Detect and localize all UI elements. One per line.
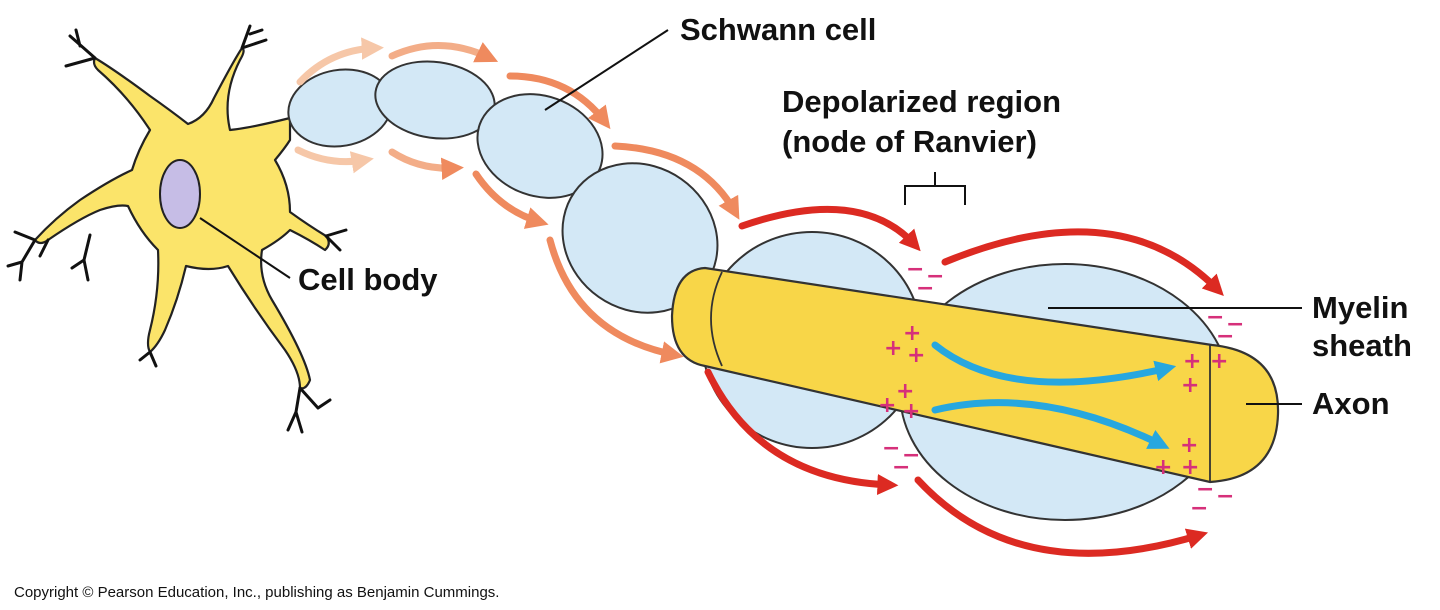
node-bracket <box>904 172 966 205</box>
faded-arrow-top-2 <box>388 42 499 63</box>
red-arrow-bottom-right <box>914 476 1209 557</box>
plus-sign: + <box>896 379 914 404</box>
nucleus <box>159 159 201 229</box>
minus-sign: − <box>902 443 920 468</box>
plus-sign: + <box>1183 349 1201 374</box>
minus-sign: − <box>1216 484 1234 509</box>
minus-sign: − <box>892 455 910 480</box>
plus-sign: + <box>907 343 925 368</box>
current-arrow-upper <box>931 341 1177 386</box>
faded-arrow-bottom-2 <box>388 148 464 180</box>
plus-sign: + <box>1180 433 1198 458</box>
cell-body-shape <box>6 24 348 434</box>
red-arrow-top-right <box>941 228 1224 296</box>
depolarized-region-label: Depolarized region <box>782 84 1061 119</box>
local-current-arrows <box>931 341 1177 449</box>
minus-sign: − <box>1190 496 1208 521</box>
propagation-arrows-orange <box>472 72 740 364</box>
minus-sign: − <box>1226 312 1244 337</box>
current-arrow-lower <box>931 399 1170 449</box>
plus-sign: + <box>1210 349 1228 374</box>
propagation-arrows-red <box>704 205 1224 557</box>
myelin-label: Myelin <box>1312 290 1408 325</box>
plus-sign: + <box>1154 455 1172 480</box>
plus-sign: + <box>878 393 896 418</box>
plus-sign: + <box>1181 455 1199 480</box>
schwann-cell-3 <box>476 93 604 199</box>
red-arrow-bottom-left <box>704 368 899 496</box>
red-arrow-top-left <box>738 205 921 252</box>
schwann-cell-label: Schwann cell <box>680 12 876 47</box>
leader-lines <box>199 29 1302 405</box>
cell-body-leader <box>199 217 291 279</box>
axon-label: Axon <box>1312 386 1390 421</box>
propagation-arrows-faded <box>294 37 499 180</box>
plus-sign: + <box>902 399 920 424</box>
negative-charges: − − − − − − − − − − − − <box>882 257 1244 521</box>
orange-arrow-3 <box>472 170 549 229</box>
faded-arrow-bottom-1 <box>294 146 374 174</box>
minus-sign: − <box>926 264 944 289</box>
node-of-ranvier-label: (node of Ranvier) <box>782 124 1037 159</box>
orange-arrow-4 <box>546 236 684 364</box>
minus-sign: − <box>906 257 924 282</box>
copyright-notice: Copyright © Pearson Education, Inc., pub… <box>14 584 499 601</box>
orange-arrow-1 <box>506 72 611 130</box>
labels: Schwann cell Depolarized region (node of… <box>14 12 1412 601</box>
minus-sign: − <box>1196 477 1214 502</box>
cell-body-label: Cell body <box>298 262 438 297</box>
positive-charges: + + + + + + + + + + + + <box>878 321 1228 480</box>
schwann-cell-leader <box>544 29 669 111</box>
plus-sign: + <box>884 336 902 361</box>
minus-sign: − <box>916 276 934 301</box>
orange-arrow-2 <box>611 142 740 220</box>
sheath-label: sheath <box>1312 328 1412 363</box>
plus-sign: + <box>1181 373 1199 398</box>
minus-sign: − <box>1216 324 1234 349</box>
plus-sign: + <box>903 321 921 346</box>
minus-sign: − <box>882 436 900 461</box>
faded-arrow-top-1 <box>296 37 384 86</box>
minus-sign: − <box>1206 305 1224 330</box>
